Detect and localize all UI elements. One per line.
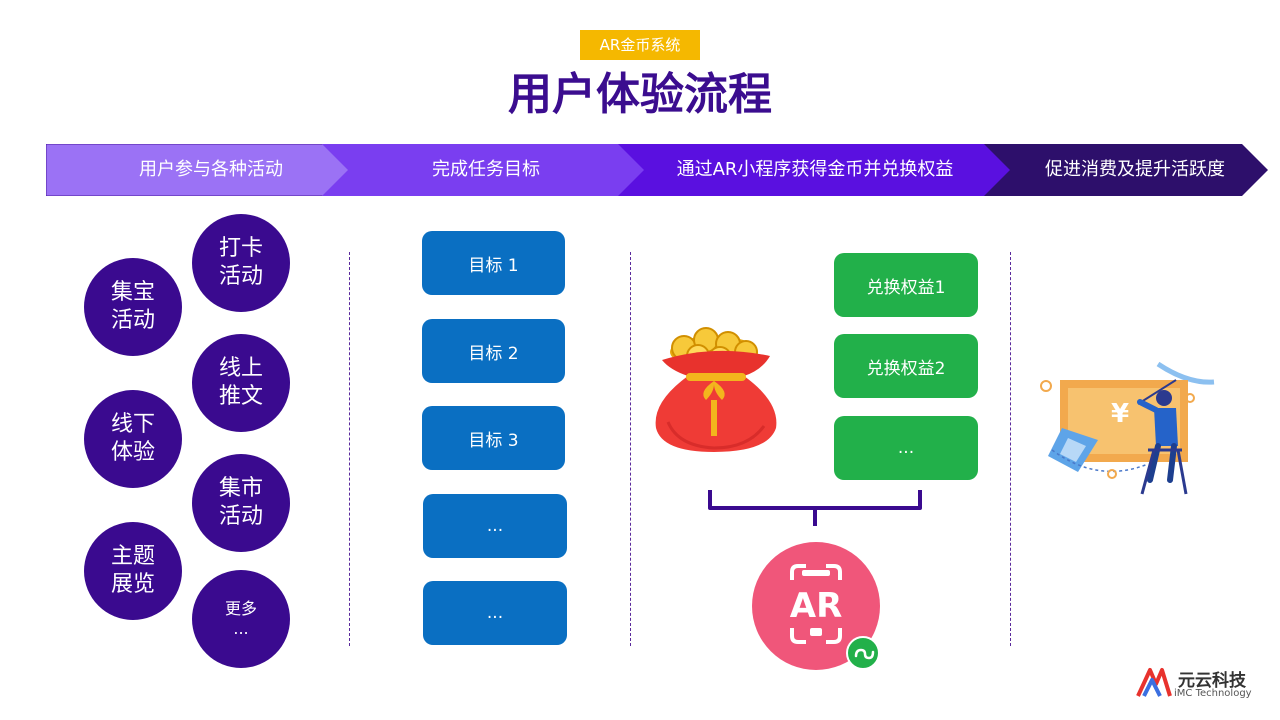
- activity-more: 更多 ...: [192, 570, 290, 668]
- benefits-bracket: [708, 490, 922, 526]
- benefit-more: ...: [834, 416, 978, 480]
- process-bar: 用户参与各种活动 完成任务目标 通过AR小程序获得金币并兑换权益 促进消费及提升…: [46, 144, 1268, 196]
- activity-market: 集市 活动: [192, 454, 290, 552]
- consumption-illustration: ¥: [1040, 361, 1215, 495]
- activity-offline-experience: 线下 体验: [84, 390, 182, 488]
- goal-1: 目标 1: [422, 231, 565, 295]
- wechat-miniprogram-icon: [846, 636, 880, 670]
- process-step-3-shape: [618, 144, 1012, 196]
- process-step-2: 完成任务目标: [432, 159, 540, 180]
- process-step-4: 促进消费及提升活跃度: [1045, 159, 1225, 180]
- activity-treasure: 集宝 活动: [84, 258, 182, 356]
- goal-3: 目标 3: [422, 406, 565, 470]
- company-logo-mark: [1136, 668, 1172, 697]
- process-step-2-shape: [322, 144, 646, 196]
- column-divider-1: [349, 252, 350, 646]
- company-logo: 元云科技 iMC Technology: [1134, 664, 1264, 704]
- goal-more-2: ...: [423, 581, 567, 645]
- benefit-2: 兑换权益2: [834, 334, 978, 398]
- coin-bag-illustration: [655, 327, 777, 452]
- process-step-4-shape: [984, 144, 1268, 196]
- goal-more-1: ...: [423, 494, 567, 558]
- page-title: 用户体验流程: [508, 69, 772, 120]
- benefit-1: 兑换权益1: [834, 253, 978, 317]
- company-name-en: iMC Technology: [1174, 688, 1252, 699]
- activity-checkin: 打卡 活动: [192, 214, 290, 312]
- system-tag: AR金币系统: [580, 30, 700, 60]
- activity-exhibition: 主题 展览: [84, 522, 182, 620]
- process-step-1: 用户参与各种活动: [139, 159, 283, 180]
- ar-badge-text: AR: [789, 586, 843, 626]
- column-divider-3: [1010, 252, 1011, 646]
- ar-badge-icon: [752, 542, 880, 670]
- activity-online-post: 线上 推文: [192, 334, 290, 432]
- svg-text:¥: ¥: [1111, 399, 1129, 429]
- company-name-cn: 元云科技: [1178, 671, 1246, 691]
- process-chevrons: [46, 144, 1268, 196]
- ar-miniprogram-badge: AR: [752, 542, 880, 670]
- column-divider-2: [630, 252, 631, 646]
- process-step-3: 通过AR小程序获得金币并兑换权益: [676, 159, 954, 180]
- goal-2: 目标 2: [422, 319, 565, 383]
